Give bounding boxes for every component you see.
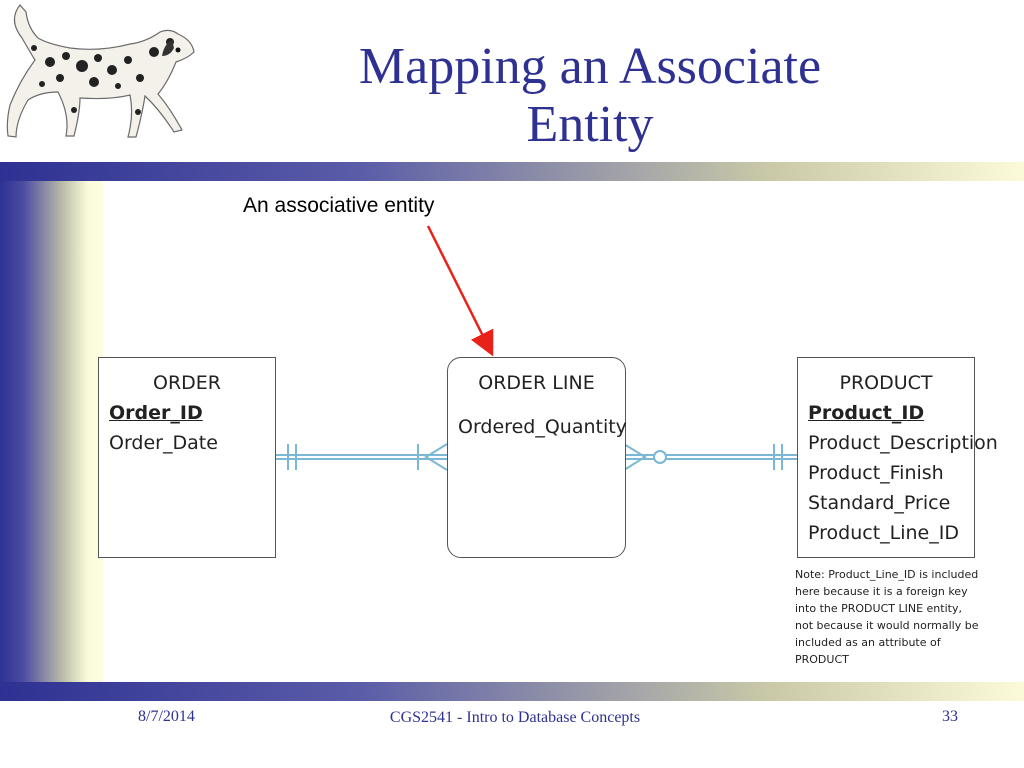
entity-product-attr: Standard_Price	[808, 492, 951, 514]
left-side-band	[0, 181, 103, 682]
foreign-key-note: Note: Product_Line_ID is included here b…	[795, 566, 980, 668]
entity-product-attr: Product_Description	[808, 432, 998, 454]
entity-product-name: PRODUCT	[839, 372, 933, 394]
order-to-orderline-relationship	[276, 443, 448, 471]
slide-title-line2: Entity	[526, 96, 654, 153]
entity-product-attr: Product_Finish	[808, 462, 944, 484]
footer-divider-band	[0, 682, 1024, 701]
entity-product-attr: Product_Line_ID	[808, 522, 959, 544]
entity-product-pk: Product_ID	[808, 402, 925, 424]
entity-product: PRODUCT Product_ID Product_Description P…	[797, 357, 998, 558]
annotation-arrow	[426, 225, 494, 357]
orderline-to-product-relationship	[623, 443, 797, 471]
footer-date: 8/7/2014	[138, 708, 195, 725]
associative-entity-annotation: An associative entity	[243, 194, 435, 217]
entity-order-line: ORDER LINE Ordered_Quantity	[447, 357, 627, 558]
entity-order: ORDER Order_ID Order_Date	[98, 357, 276, 558]
entity-order-line-name: ORDER LINE	[478, 372, 595, 394]
dalmatian-dog-icon	[6, 4, 195, 138]
entity-order-pk: Order_ID	[109, 402, 203, 424]
slide-title: Mapping an Associate Entity	[250, 38, 930, 154]
entity-order-name: ORDER	[153, 372, 221, 394]
footer-course: CGS2541 - Intro to Database Concepts	[389, 709, 641, 726]
entity-order-attr: Order_Date	[109, 432, 218, 454]
slide-title-line1: Mapping an Associate	[358, 38, 822, 95]
title-divider-band	[0, 162, 1024, 181]
entity-order-line-attr: Ordered_Quantity	[458, 416, 627, 438]
footer-page-number: 33	[942, 708, 958, 725]
